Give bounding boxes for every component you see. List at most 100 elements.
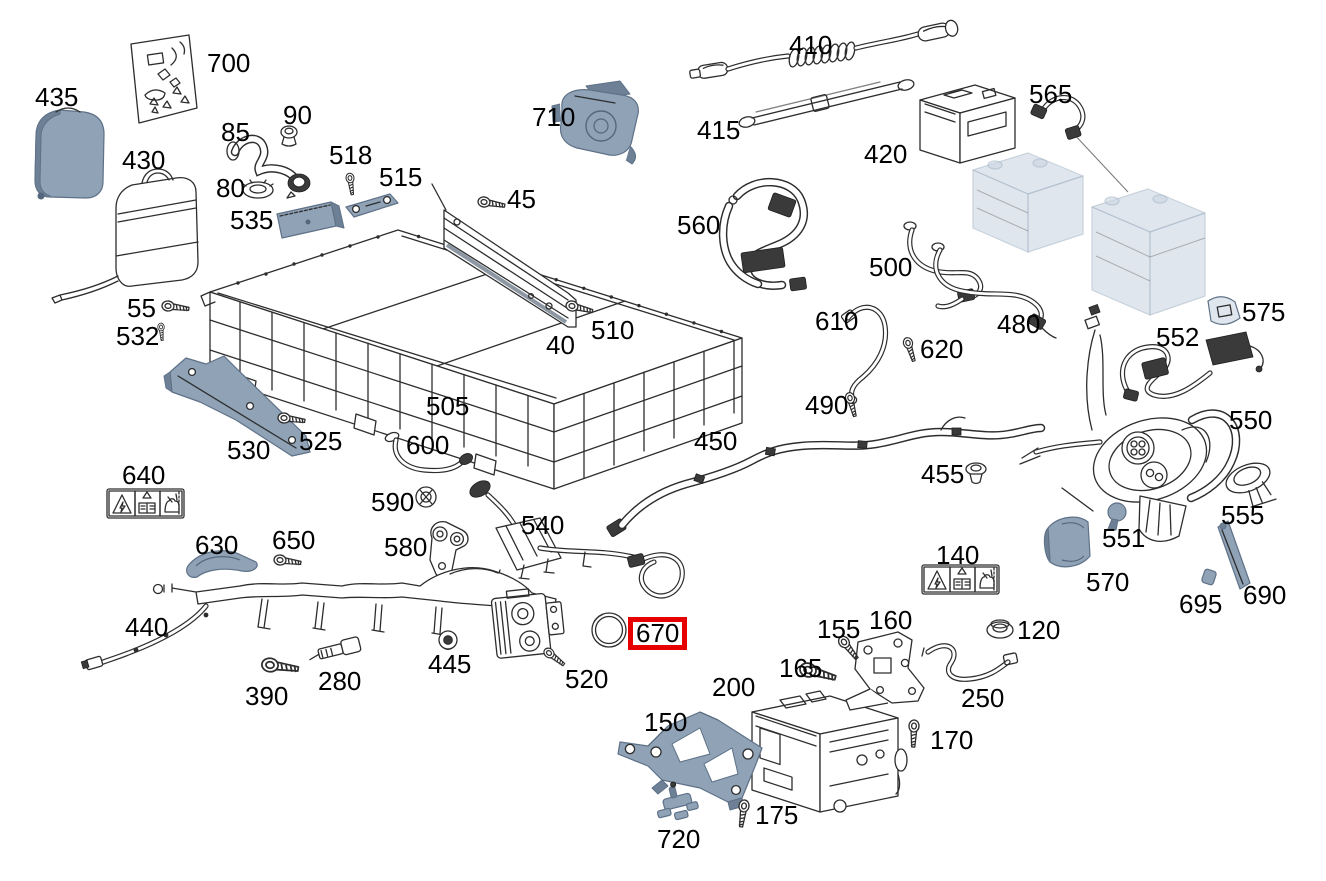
part-label-505[interactable]: 505 [426,391,470,421]
part-520-hv-connector [490,588,565,659]
part-label-575[interactable]: 575 [1242,297,1286,327]
part-label-200[interactable]: 200 [712,672,756,702]
part-label-40[interactable]: 40 [546,330,575,360]
part-695-clip [1201,568,1217,586]
part-label-500[interactable]: 500 [869,252,913,282]
part-label-590[interactable]: 590 [371,487,415,517]
part-label-160[interactable]: 160 [869,605,913,635]
part-200-power-unit [751,690,908,813]
part-670-o-ring [591,612,627,648]
part-label-155[interactable]: 155 [817,614,861,644]
part-555-flange [1225,462,1277,508]
part-label-440[interactable]: 440 [125,612,169,642]
part-label-390[interactable]: 390 [245,681,289,711]
part-565-cable [1030,95,1086,140]
part-515-bracket [345,193,399,218]
part-label-555[interactable]: 555 [1221,500,1265,530]
part-480-cable [931,242,1057,339]
part-label-430[interactable]: 430 [122,145,166,175]
part-label-670[interactable]: 670 [628,617,688,650]
part-label-710[interactable]: 710 [532,102,576,132]
part-535-control-module [276,201,345,239]
part-label-550[interactable]: 550 [1229,405,1273,435]
part-label-530[interactable]: 530 [227,435,271,465]
part-80-seal-ring [242,179,274,199]
part-label-515[interactable]: 515 [379,162,423,192]
part-label-552[interactable]: 552 [1156,322,1200,352]
part-label-420[interactable]: 420 [864,139,908,169]
part-label-85[interactable]: 85 [221,117,250,147]
part-label-445[interactable]: 445 [428,649,472,679]
part-label-80[interactable]: 80 [216,173,245,203]
part-590-grommet [415,486,437,508]
part-label-250[interactable]: 250 [961,683,1005,713]
part-150-bracket [617,711,763,811]
part-label-140[interactable]: 140 [936,540,980,570]
ghost-module-large [1091,188,1206,316]
part-445-grommet [438,630,458,651]
part-label-280[interactable]: 280 [318,666,362,696]
part-570-clamp [1043,516,1091,568]
part-610-hose [840,304,889,405]
part-label-165[interactable]: 165 [779,653,823,683]
part-label-560[interactable]: 560 [677,210,721,240]
part-440-harness [80,567,557,671]
part-label-415[interactable]: 415 [697,115,741,145]
part-label-450[interactable]: 450 [694,426,738,456]
part-label-170[interactable]: 170 [930,725,974,755]
leader-line-565 [1071,131,1129,193]
part-label-480[interactable]: 480 [997,309,1041,339]
part-720-valve [656,781,699,821]
part-430-storage-bag [51,168,199,304]
part-120-grommet [986,619,1014,639]
part-label-565[interactable]: 565 [1029,79,1073,109]
part-label-535[interactable]: 535 [230,205,274,235]
part-label-150[interactable]: 150 [644,707,688,737]
part-label-695[interactable]: 695 [1179,589,1223,619]
part-label-610[interactable]: 610 [815,306,859,336]
part-575-cover [1207,296,1241,325]
part-label-630[interactable]: 630 [195,530,239,560]
part-710-pump [551,80,639,165]
part-540-harness [469,480,685,599]
part-551-plug [1107,502,1127,531]
part-450-harness [606,416,1046,537]
part-label-490[interactable]: 490 [805,390,849,420]
part-label-532[interactable]: 532 [116,321,160,351]
part-label-55[interactable]: 55 [127,293,156,323]
part-label-410[interactable]: 410 [789,30,833,60]
part-label-720[interactable]: 720 [657,824,701,854]
part-700-label-sheet [130,34,198,124]
part-455-clip [965,462,987,485]
part-410-charging-cable [689,19,959,79]
part-560-hv-cable [718,178,809,292]
part-label-600[interactable]: 600 [406,430,450,460]
part-label-700[interactable]: 700 [207,48,251,78]
part-90-cap [280,125,298,147]
part-label-690[interactable]: 690 [1243,580,1287,610]
part-630-cover [185,550,258,578]
part-label-90[interactable]: 90 [283,100,312,130]
part-552-harness [1119,331,1264,402]
part-label-551[interactable]: 551 [1102,523,1146,553]
part-label-525[interactable]: 525 [299,426,343,456]
part-label-620[interactable]: 620 [920,334,964,364]
part-label-455[interactable]: 455 [921,459,965,489]
part-550-charge-socket-assembly [1019,304,1241,542]
part-label-510[interactable]: 510 [591,315,635,345]
part-label-540[interactable]: 540 [521,510,565,540]
part-label-518[interactable]: 518 [329,140,373,170]
part-label-520[interactable]: 520 [565,664,609,694]
part-label-570[interactable]: 570 [1086,567,1130,597]
part-label-120[interactable]: 120 [1017,615,1061,645]
part-label-580[interactable]: 580 [384,532,428,562]
part-label-650[interactable]: 650 [272,525,316,555]
part-530-support-rail [163,355,311,457]
part-label-640[interactable]: 640 [122,460,166,490]
part-label-175[interactable]: 175 [755,800,799,830]
part-label-435[interactable]: 435 [35,82,79,112]
part-435-storage-bag [34,107,105,200]
part-690-strip [1217,520,1251,590]
part-label-45[interactable]: 45 [507,184,536,214]
